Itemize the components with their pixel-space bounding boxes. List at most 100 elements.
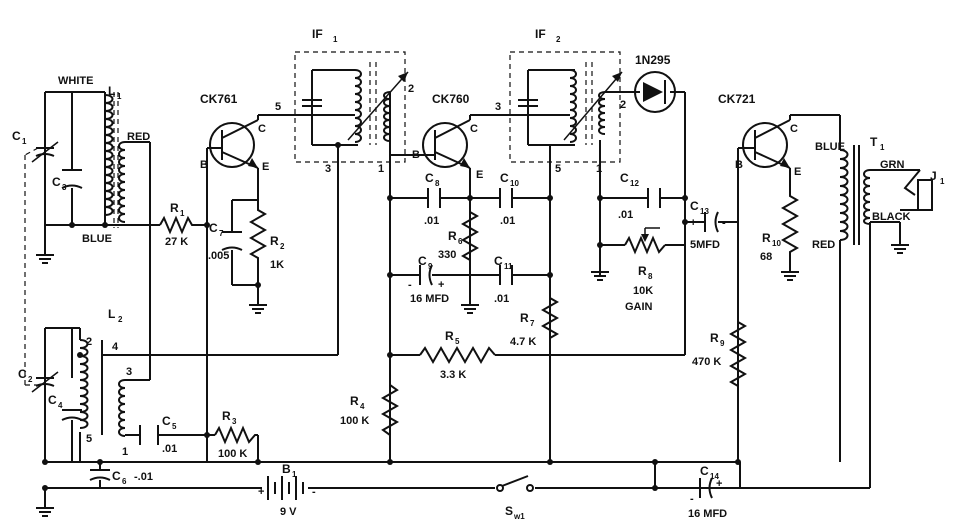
label-t1-grn: GRN [880,159,905,171]
c12-capacitor [647,188,661,208]
label-q1: CK761 [200,92,238,106]
r10-resistor [780,188,800,260]
label-r9: R [710,331,719,345]
label-b1-plus: + [258,486,264,498]
label-if2-pin5: 5 [555,163,561,175]
label-r5-val: 3.3 K [440,369,466,381]
label-if2-pin2: 2 [620,99,626,111]
r7-resistor [540,290,560,345]
switch-sw1 [495,475,535,494]
r1-resistor [159,215,195,235]
label-r10-sub: 10 [772,239,781,248]
label-c11: C [494,254,503,268]
label-l1: L [108,84,115,98]
label-r1: R [170,201,179,215]
label-c5-val: .01 [162,443,177,455]
label-r2-val: 1K [270,259,284,271]
label-l2-sub: 2 [118,315,123,324]
label-b1-minus: - [312,486,316,498]
label-r6: R [448,229,457,243]
q2-transistor [420,119,471,169]
label-t1-sub: 1 [880,143,885,152]
label-if1-pin3: 3 [325,163,331,175]
label-r4-sub: 4 [360,402,365,411]
l2-primary-coil [79,339,89,429]
ground-symbols [36,244,909,517]
label-r7-val: 4.7 K [510,336,536,348]
label-q3-e: E [794,166,801,178]
if1-secondary-coil [383,91,391,142]
label-r7-sub: 7 [530,319,535,328]
label-if1-pin1: 1 [378,163,384,175]
label-c5: C [162,414,171,428]
label-r8-gain: GAIN [625,301,653,313]
label-c13: C [690,199,699,213]
label-c14: C [700,464,709,478]
l1-secondary-coil [118,141,126,223]
label-c1-sub: 1 [22,137,27,146]
q3-transistor [738,119,791,169]
label-c4-sub: 4 [58,401,63,410]
label-c10-val: .01 [500,215,515,227]
if2-secondary-coil [598,91,606,135]
label-q1-e: E [262,161,269,173]
c5-capacitor [139,425,159,445]
r8-potentiometer [624,227,666,255]
c14-capacitor [655,477,740,499]
if1-can [294,51,406,163]
label-b1-sub: 1 [292,470,297,479]
label-c12-sub: 12 [630,179,639,188]
label-t1-blue: BLUE [815,141,845,153]
label-l2-pin1: 1 [122,446,128,458]
label-if2-pin1: 1 [596,163,602,175]
r9-resistor [728,315,748,395]
if2-capacitor [518,99,538,107]
label-r2: R [270,234,279,248]
label-q2: CK760 [432,92,470,106]
label-r8-sub: 8 [648,272,653,281]
r6-resistor [460,205,480,268]
label-q3-b: B [735,159,743,171]
junction-dots [42,142,741,491]
c2-capacitor [31,371,59,393]
t1-primary-coil [839,149,849,241]
label-r10-val: 68 [760,251,772,263]
label-c4: C [48,393,57,407]
label-r8: R [638,264,647,278]
label-l1-sub: 1 [117,92,122,101]
c1-capacitor [24,141,59,386]
label-l2: L [108,307,115,321]
label-c3: C [52,175,61,189]
c10-capacitor [499,188,513,208]
c4-capacitor [61,409,83,421]
label-q1-b: B [200,159,208,171]
label-r7: R [520,311,529,325]
label-q2-e: E [476,169,483,181]
label-c7: C [209,221,218,235]
label-t1-black: BLACK [872,211,911,223]
label-r6-sub: 6 [458,237,463,246]
label-r1-sub: 1 [180,209,185,218]
label-r2-sub: 2 [280,242,285,251]
label-diode: 1N295 [635,53,671,67]
label-l2-pin3: 3 [126,366,132,378]
label-t1: T [870,135,878,149]
l2-secondary-coil [118,379,126,437]
label-if1-sub: 1 [333,35,338,44]
label-if1-pin2: 2 [408,83,414,95]
label-if2-sub: 2 [556,35,561,44]
label-c14-plus: + [716,478,722,490]
label-r1-val: 27 K [165,236,188,248]
label-r10: R [762,231,771,245]
label-r5: R [445,329,454,343]
if2-core [563,62,623,145]
label-c7-val: .005 [208,250,229,262]
label-r5-sub: 5 [455,337,460,346]
label-c1: C [12,129,21,143]
label-r8-val: 10K [633,285,653,297]
label-c6-sub: 6 [122,477,127,486]
if2-can [509,51,621,163]
label-c8-sub: 8 [435,179,440,188]
c11-capacitor [499,265,513,285]
